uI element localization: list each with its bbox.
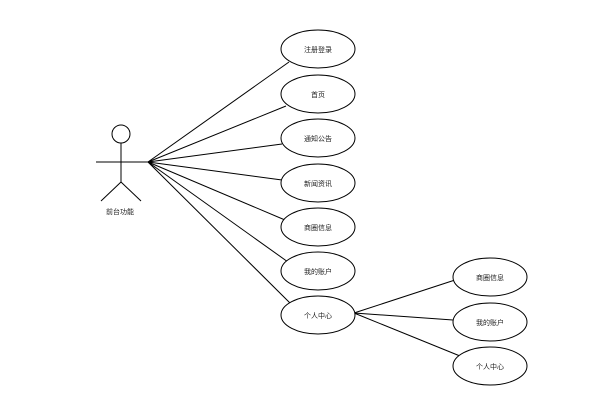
- sub-use-case-personal-center: 个人中心: [452, 346, 528, 386]
- actor-label: 前台功能: [106, 207, 134, 216]
- sub-use-case-business-district: 商圈信息: [452, 257, 528, 297]
- association-line: [147, 105, 287, 163]
- use-case-my-account: 我的账户: [280, 251, 356, 291]
- association-line: [147, 161, 289, 263]
- use-case-label: 商圈信息: [304, 223, 332, 232]
- use-case-notice: 通知公告: [280, 118, 356, 158]
- use-case-news: 新闻资讯: [280, 163, 356, 203]
- use-case-label: 个人中心: [304, 311, 332, 320]
- sub-association-line: [353, 312, 461, 357]
- association-line: [147, 161, 283, 181]
- actor-right-leg: [120, 181, 142, 202]
- use-case-label: 新闻资讯: [304, 179, 332, 188]
- association-line: [147, 161, 292, 305]
- use-case-business-district: 商圈信息: [280, 207, 356, 247]
- use-case-home: 首页: [280, 74, 356, 114]
- actor-head: [111, 124, 131, 144]
- use-case-label: 首页: [311, 90, 325, 99]
- actor: 前台功能: [96, 124, 148, 216]
- association-line: [147, 61, 290, 163]
- sub-use-case-my-account: 我的账户: [452, 302, 528, 342]
- sub-association-line: [353, 312, 454, 321]
- use-case-label: 通知公告: [304, 134, 332, 143]
- use-case-label: 我的账户: [304, 267, 332, 276]
- use-case-register-login: 注册登录: [280, 29, 356, 69]
- use-case-label: 注册登录: [304, 45, 332, 54]
- sub-use-case-label: 商圈信息: [476, 273, 504, 282]
- association-line: [147, 161, 286, 221]
- sub-use-case-label: 我的账户: [476, 318, 504, 327]
- association-line: [147, 143, 283, 163]
- use-case-personal-center: 个人中心: [280, 295, 356, 335]
- sub-association-line: [353, 279, 456, 314]
- sub-use-case-label: 个人中心: [476, 362, 504, 371]
- actor-left-leg: [100, 181, 122, 202]
